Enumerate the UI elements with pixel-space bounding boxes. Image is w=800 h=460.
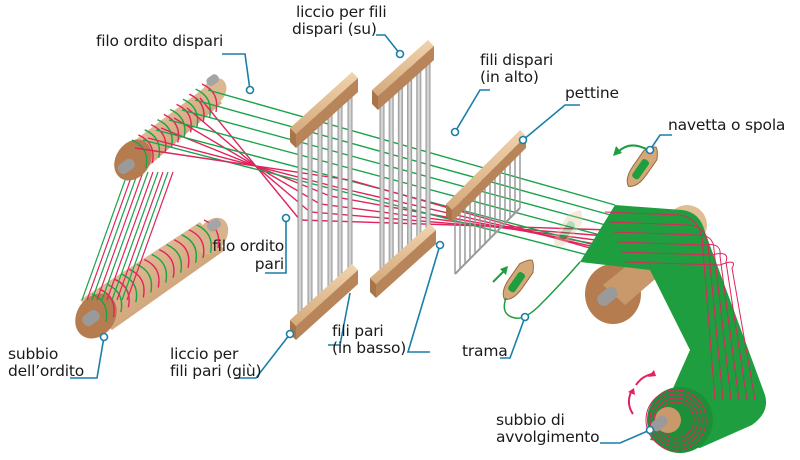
cloth-stripe xyxy=(612,231,732,401)
heddle-even xyxy=(290,72,358,340)
thread-wrap xyxy=(166,244,183,273)
label-liccio-dispari-line2: dispari (su) xyxy=(292,20,377,38)
connecting-thread xyxy=(121,171,169,301)
thread-wrap xyxy=(114,278,130,308)
label-liccio-dispari-line1: liccio per fili xyxy=(296,3,387,21)
thread-wrap xyxy=(151,253,168,283)
label-subbio-avvolgimento-line2: avvolgimento xyxy=(496,428,600,446)
heddle-rod xyxy=(397,75,403,266)
warp-beam-lower xyxy=(75,217,229,339)
axle xyxy=(650,415,668,432)
label-liccio-pari-line1: liccio per xyxy=(170,345,239,363)
cloth-stripe xyxy=(604,211,716,401)
label-filo-ordito-pari-line1: filo ordito xyxy=(212,237,284,255)
heddle-rod xyxy=(307,120,313,311)
reed-bottom xyxy=(454,207,521,275)
heddle-rod xyxy=(425,50,431,240)
cloth xyxy=(580,205,767,453)
label-subbio-ordito-line2: dell’ordito xyxy=(8,362,85,380)
heddle-rod xyxy=(388,83,394,274)
axle xyxy=(206,74,220,86)
connecting-thread xyxy=(106,171,154,301)
heddle-rod xyxy=(327,102,333,293)
thread-wrap xyxy=(195,88,211,118)
thread-wrap xyxy=(138,134,154,164)
cloth-stripe xyxy=(608,221,724,401)
heddle-rod xyxy=(317,111,323,302)
shuttle-arrow-icon xyxy=(617,144,649,153)
axle xyxy=(82,309,100,327)
thread-wrap xyxy=(150,124,167,153)
label-subbio-ordito-line1: subbio xyxy=(8,345,59,363)
thread-wrap xyxy=(196,224,212,254)
connecting-thread xyxy=(86,171,134,301)
shuttle-lower-icon xyxy=(502,259,534,300)
heddle-rod xyxy=(407,66,413,257)
thread-wrap xyxy=(163,113,180,143)
connecting-thread xyxy=(96,171,144,301)
thread-wrap xyxy=(131,139,148,169)
label-pettine: pettine xyxy=(565,84,619,102)
shuttle-ghost-icon xyxy=(554,210,583,247)
thread-wrap xyxy=(181,234,197,263)
rotation-arrows xyxy=(627,370,656,415)
takeup-ring xyxy=(649,393,703,447)
takeup-ring xyxy=(653,397,699,443)
thread-wrap xyxy=(169,108,186,138)
label-subbio-avvolgimento-line1: subbio di xyxy=(496,411,565,429)
axle xyxy=(206,218,222,232)
label-fili-pari-line2: (in basso) xyxy=(332,339,407,357)
cloth-weave-lines xyxy=(604,211,756,401)
thread-wrap xyxy=(203,219,220,249)
thread-wrap xyxy=(143,258,160,288)
warp-wraps-upper xyxy=(131,83,218,169)
connecting-thread xyxy=(126,171,174,301)
reed xyxy=(446,130,526,275)
takeup-ring xyxy=(645,389,707,451)
heddle-odd xyxy=(370,40,436,298)
thread-wrap xyxy=(91,293,108,323)
cloth-stripe xyxy=(624,261,756,401)
thread-wrap xyxy=(99,288,115,318)
heddle-rod xyxy=(416,58,422,249)
label-trama: trama xyxy=(462,342,508,360)
heddle-rod xyxy=(347,84,353,274)
connecting-thread xyxy=(101,171,149,301)
connecting-thread xyxy=(111,171,159,301)
warp-threads-between-rolls xyxy=(81,171,174,301)
thread-wrap xyxy=(182,98,199,128)
axle xyxy=(117,158,135,175)
thread-wrap xyxy=(188,93,205,123)
thread-wrap xyxy=(106,283,123,313)
heddle-rod xyxy=(297,130,303,320)
label-filo-ordito-pari-line2: pari xyxy=(254,255,284,273)
label-fili-dispari-line1: fili dispari xyxy=(480,51,554,69)
thread-wrap xyxy=(158,248,175,278)
axle xyxy=(597,286,618,306)
heddle-rod xyxy=(337,93,343,284)
connecting-thread xyxy=(81,171,129,301)
thread-wrap xyxy=(201,83,218,113)
cloth-stripe xyxy=(620,251,748,401)
thread-wrap xyxy=(188,229,205,259)
warp-thread-odd xyxy=(168,119,646,248)
shuttle-icon xyxy=(626,146,658,187)
connecting-thread xyxy=(116,171,164,301)
heddle-rod xyxy=(379,92,385,282)
connecting-thread xyxy=(91,171,139,301)
label-fili-pari-line1: fili pari xyxy=(332,322,384,340)
label-navetta: navetta o spola xyxy=(668,116,786,134)
leader-dots xyxy=(99,49,655,435)
leader-lines xyxy=(70,34,672,444)
label-fili-dispari-line2: (in alto) xyxy=(480,68,539,86)
warp-wraps-lower xyxy=(91,219,220,323)
label-filo-ordito-dispari: filo ordito dispari xyxy=(96,32,224,50)
cloth-stripe xyxy=(616,241,740,401)
label-liccio-pari-line2: fili pari (giù) xyxy=(170,362,262,380)
thread-wrap xyxy=(176,103,192,133)
thread-wrap xyxy=(173,239,190,268)
thread-wrap xyxy=(121,273,138,303)
